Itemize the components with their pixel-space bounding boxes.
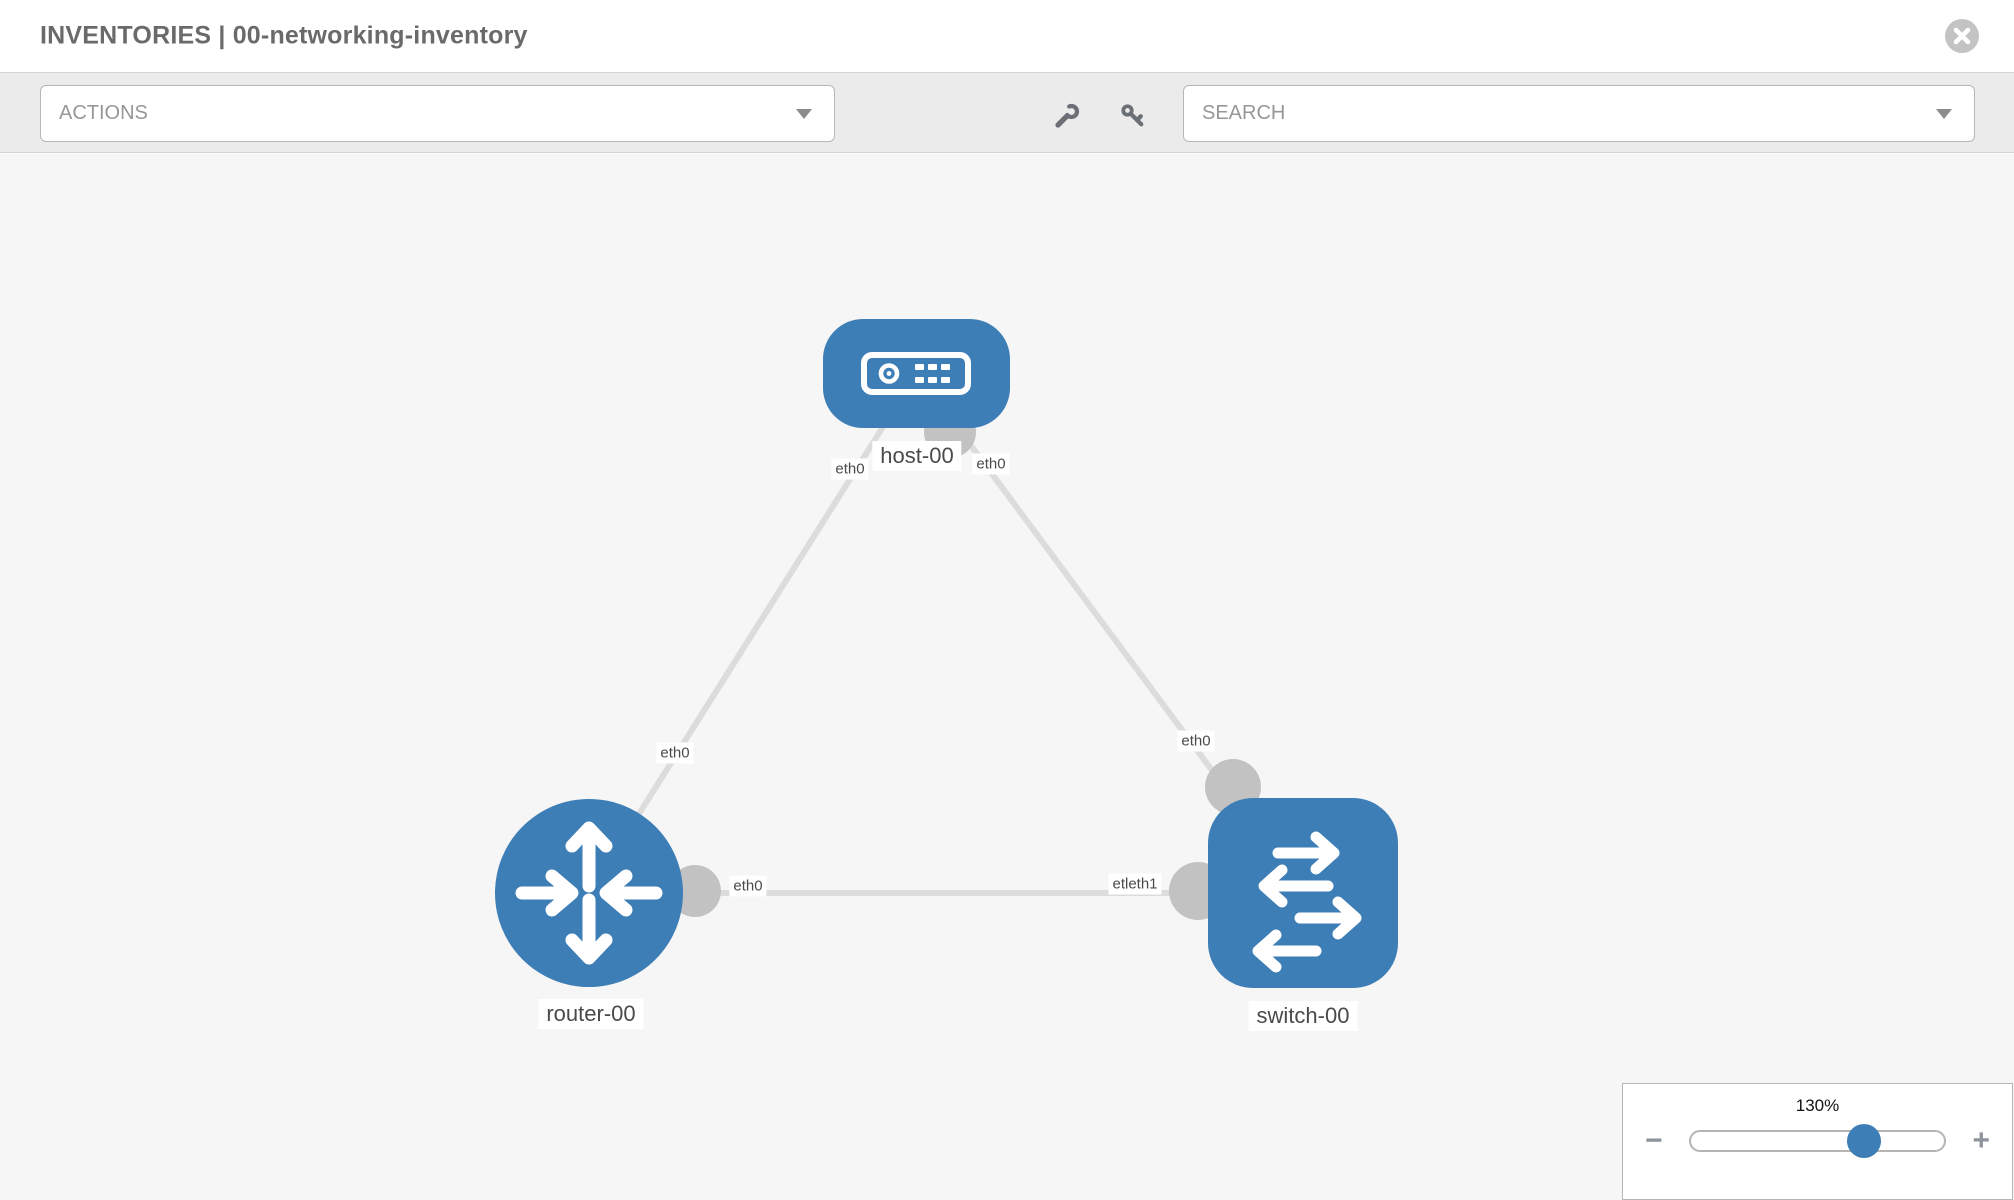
node-label-switch: switch-00 [1248, 1001, 1358, 1031]
zoom-slider[interactable] [1688, 1124, 1947, 1158]
zoom-level: 130% [1795, 1096, 1840, 1115]
key-icon [1121, 104, 1144, 127]
search-dropdown-label: SEARCH [1202, 102, 1286, 124]
close-icon [1945, 19, 1979, 53]
page-title: INVENTORIES | 00-networking-inventory [40, 21, 528, 50]
port-label: etleth1 [1108, 873, 1162, 895]
topology-canvas[interactable]: eth0 eth0 eth0 eth0 eth0 etleth1 host-00… [0, 154, 2014, 1200]
chevron-down-icon [1936, 108, 1952, 119]
zoom-in-button[interactable]: + [1972, 1124, 1990, 1157]
search-dropdown[interactable]: SEARCH [1183, 85, 1975, 142]
node-label-host: host-00 [872, 441, 962, 471]
header: INVENTORIES | 00-networking-inventory [0, 0, 2014, 72]
actions-dropdown-label: ACTIONS [59, 102, 148, 124]
port-label: eth0 [729, 875, 767, 897]
interface-connectors [669, 406, 1261, 920]
node-label-router: router-00 [538, 999, 644, 1029]
wrench-icon [1055, 103, 1080, 128]
port-label: eth0 [656, 742, 694, 764]
node-host-00[interactable] [823, 319, 1010, 428]
router-icon [515, 821, 663, 965]
chevron-down-icon [796, 108, 812, 119]
actions-dropdown[interactable]: ACTIONS [40, 85, 835, 142]
zoom-panel: 130% − + [1622, 1083, 2013, 1200]
zoom-slider-handle[interactable] [1846, 1124, 1881, 1158]
switch-icon [1252, 831, 1362, 973]
port-label: eth0 [831, 458, 869, 480]
port-label: eth0 [972, 453, 1010, 475]
key-button[interactable] [1118, 101, 1148, 131]
port-label: eth0 [1177, 730, 1215, 752]
wrench-button[interactable] [1052, 101, 1082, 131]
host-icon [861, 352, 971, 395]
node-router-00[interactable] [495, 799, 683, 987]
zoom-out-button[interactable]: − [1645, 1124, 1663, 1157]
close-button[interactable] [1944, 18, 1980, 54]
node-switch-00[interactable] [1208, 798, 1398, 988]
toolbar: ACTIONS SEARCH [0, 72, 2014, 153]
